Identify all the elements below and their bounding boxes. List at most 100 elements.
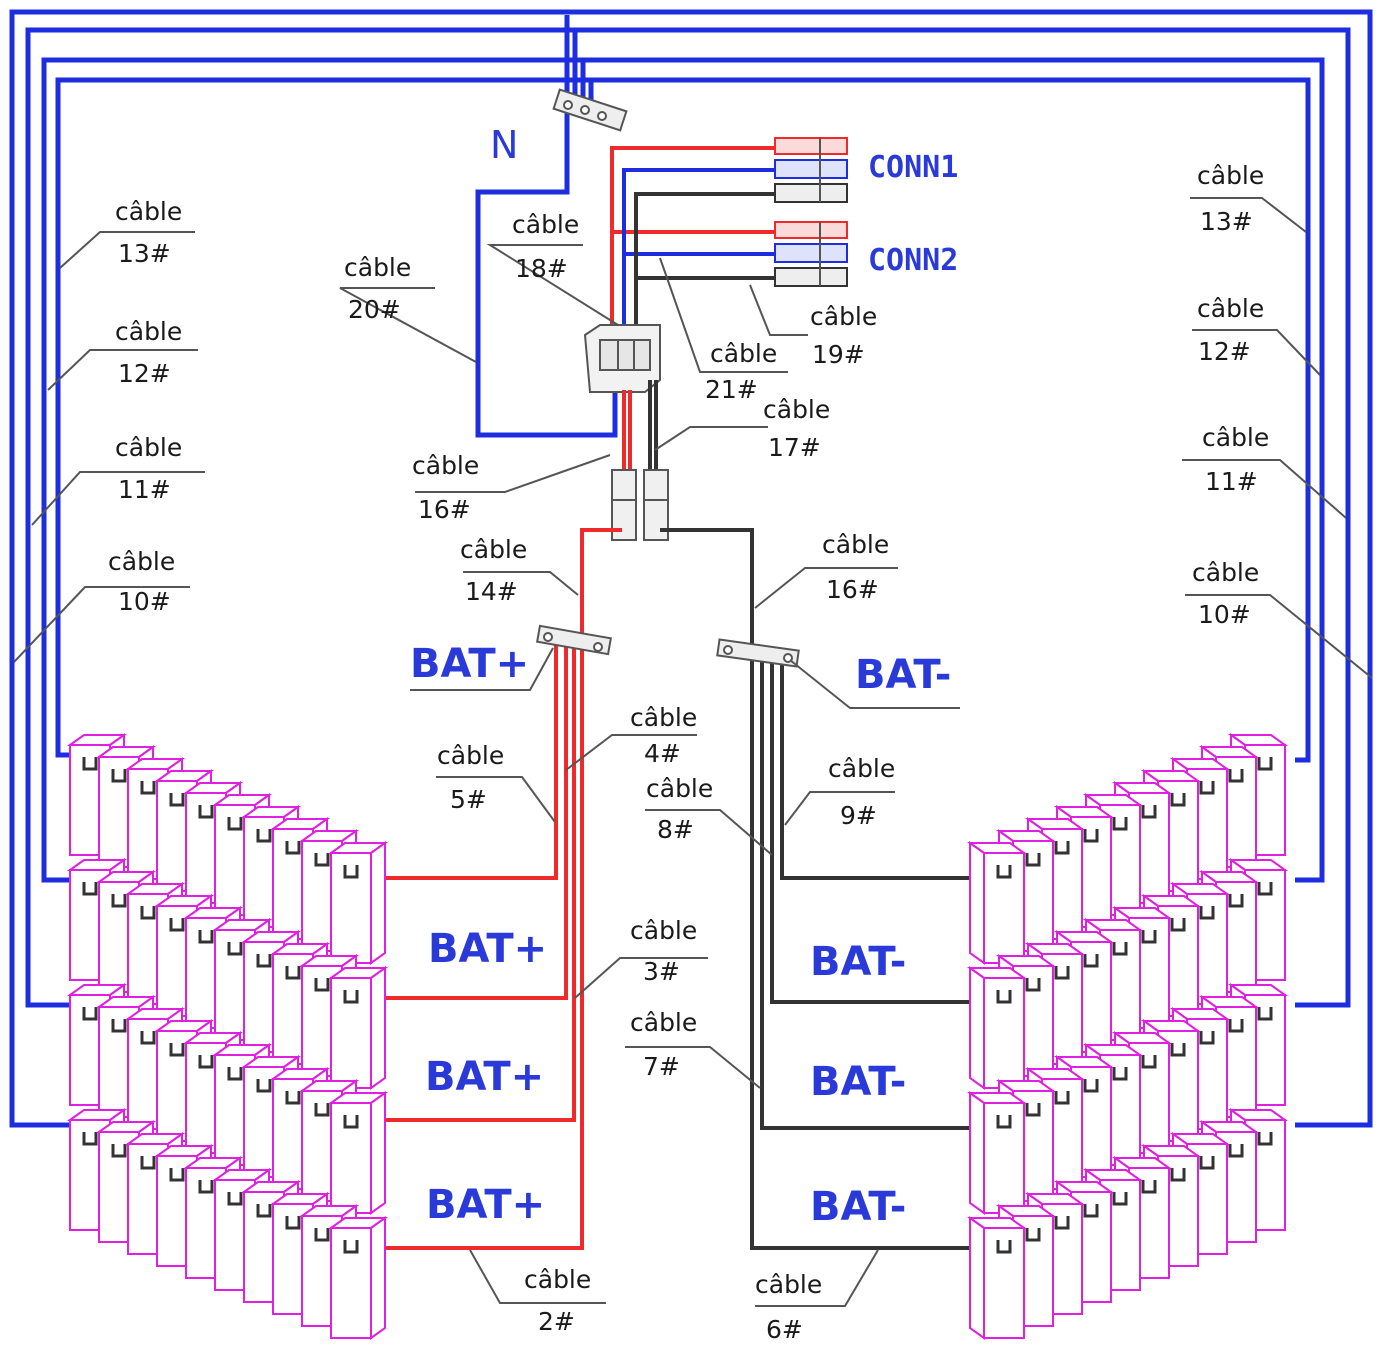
- cable-label-word-c14: câble: [460, 535, 527, 564]
- bat-minus-row4-label: BAT-: [810, 1184, 906, 1230]
- cable-label-word-c4: câble: [630, 703, 697, 732]
- cable-label-word-c16b: câble: [822, 530, 889, 559]
- bat-minus-top-label: BAT-: [855, 652, 951, 698]
- cable-label-word-c19: câble: [810, 302, 877, 331]
- cable-label-number-c11r: 11#: [1205, 467, 1258, 496]
- battery-cell: [327, 841, 389, 965]
- battery-cell: [966, 1091, 1028, 1215]
- cable-label-word-c21: câble: [710, 339, 777, 368]
- main-bus-cables: [360, 528, 1010, 1250]
- cable-label-word-c8: câble: [646, 774, 713, 803]
- negative-to-row3: [760, 650, 1010, 1130]
- positive-to-row2: [360, 640, 568, 1000]
- cable-blue-conn1: [622, 168, 775, 325]
- neutral-cable-20: [475, 15, 618, 438]
- bat-plus-busbar: [535, 624, 613, 656]
- cable-label-number-c3: 3#: [643, 957, 680, 986]
- cable-label-word-c17: câble: [763, 395, 830, 424]
- diagram-labels: N CONN1 CONN2 BAT+ BAT- BAT+ BAT+ BAT+ B…: [410, 123, 958, 1230]
- cable-label-word-c13l: câble: [115, 197, 182, 226]
- cable-label-number-c12l: 12#: [118, 359, 171, 388]
- battery-cell: [966, 841, 1028, 965]
- neutral-label: N: [490, 123, 518, 167]
- fuse-holders: [611, 469, 669, 541]
- cable-label-word-c12r: câble: [1197, 294, 1264, 323]
- cable-label-word-c6: câble: [755, 1270, 822, 1299]
- cable-label-word-c16a: câble: [412, 451, 479, 480]
- cable-21-black: [634, 192, 775, 325]
- cable-label-number-c2: 2#: [538, 1307, 575, 1336]
- cable-label-word-c12l: câble: [115, 317, 182, 346]
- label-leaders: [13, 197, 1373, 1307]
- cable-label-word-c7: câble: [630, 1008, 697, 1037]
- connector-conn2: [774, 221, 848, 287]
- cable-label-number-c10r: 10#: [1198, 600, 1251, 629]
- cable-label-word-c11r: câble: [1202, 423, 1269, 452]
- neutral-loop-13: [55, 77, 1311, 763]
- neutral-loop-11: [25, 27, 1351, 1008]
- battery-cell: [966, 1216, 1028, 1340]
- cable-label-word-c9: câble: [828, 754, 895, 783]
- cable-label-number-c16b: 16#: [826, 575, 879, 604]
- cable-label-word-c5: câble: [437, 741, 504, 770]
- cable-18-red: [610, 146, 775, 325]
- cable-label-word-c2: câble: [524, 1265, 591, 1294]
- neutral-loop-12: [41, 57, 1325, 883]
- cable-labels: câble 13# câble 12# câble 11# câble 10# câble 20#…: [108, 161, 1269, 1344]
- cable-label-number-c12r: 12#: [1198, 337, 1251, 366]
- positive-to-row1: [360, 640, 558, 880]
- bat-plus-top-label: BAT+: [410, 641, 529, 687]
- cable-label-number-c20: 20#: [348, 295, 401, 324]
- neutral-busbar: [552, 88, 628, 132]
- cable-label-number-c21: 21#: [705, 375, 758, 404]
- negative-main: [660, 528, 1010, 1250]
- cable-label-word-c3: câble: [630, 916, 697, 945]
- cable-label-number-c6: 6#: [766, 1315, 803, 1344]
- battery-cell: [327, 1216, 389, 1340]
- conn1-label: CONN1: [868, 150, 958, 185]
- cable-label-number-c4: 4#: [644, 739, 681, 768]
- conn2-label: CONN2: [868, 243, 958, 278]
- cable-label-word-c11l: câble: [115, 433, 182, 462]
- left-battery-bank: [66, 733, 389, 1340]
- cable-label-number-c18: 18#: [515, 254, 568, 283]
- cable-label-word-c10l: câble: [108, 547, 175, 576]
- bat-plus-row2-label: BAT+: [428, 926, 547, 972]
- cable-label-number-c9: 9#: [840, 801, 877, 830]
- cable-label-word-c10r: câble: [1192, 558, 1259, 587]
- cable-label-word-c20: câble: [344, 253, 411, 282]
- connector-conn1: [774, 137, 848, 203]
- negative-to-row1: [780, 650, 1010, 880]
- bat-minus-row2-label: BAT-: [810, 939, 906, 985]
- negative-to-row2: [770, 650, 1010, 1004]
- bat-plus-row4-label: BAT+: [426, 1182, 545, 1228]
- connector-cables: [610, 146, 775, 325]
- bat-plus-row3-label: BAT+: [425, 1054, 544, 1100]
- cable-label-number-c13l: 13#: [118, 239, 171, 268]
- battery-cell: [966, 966, 1028, 1090]
- battery-cell: [327, 966, 389, 1090]
- cable-label-word-c18: câble: [512, 210, 579, 239]
- bat-minus-row3-label: BAT-: [810, 1059, 906, 1105]
- positive-to-row3: [360, 640, 576, 1122]
- bat-minus-busbar: [716, 638, 800, 668]
- cable-label-number-c16a: 16#: [418, 495, 471, 524]
- battery-cell: [327, 1091, 389, 1215]
- cable-label-number-c8: 8#: [657, 815, 694, 844]
- right-battery-bank: [966, 733, 1289, 1340]
- neutral-cables: [9, 9, 1373, 1128]
- positive-main: [360, 528, 622, 1250]
- cable-label-number-c13r: 13#: [1200, 207, 1253, 236]
- neutral-loop-10: [9, 9, 1373, 1128]
- cable-label-number-c19: 19#: [812, 340, 865, 369]
- cable-label-number-c17: 17#: [768, 433, 821, 462]
- cable-label-number-c5: 5#: [450, 785, 487, 814]
- cable-label-number-c14: 14#: [465, 577, 518, 606]
- cable-label-number-c7: 7#: [643, 1052, 680, 1081]
- cable-label-word-c13r: câble: [1197, 161, 1264, 190]
- cable-label-number-c10l: 10#: [118, 587, 171, 616]
- cable-label-number-c11l: 11#: [118, 475, 171, 504]
- circuit-breaker: [583, 324, 661, 393]
- breaker-to-fuse: [622, 380, 658, 475]
